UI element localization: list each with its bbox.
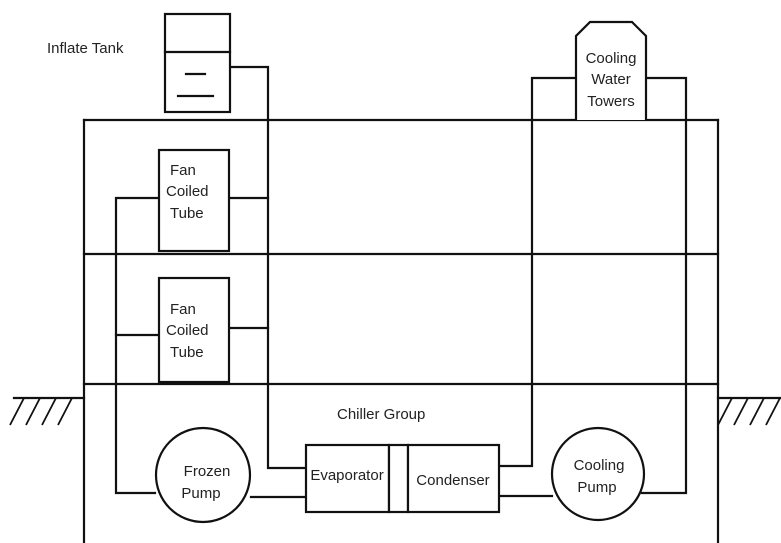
evaporator [304, 443, 391, 514]
frozen-pump: Frozen Pump [154, 426, 252, 524]
frozen-pump-label-line-1: Frozen [184, 463, 231, 480]
fan-coil-upper: Fan Coiled Tube [157, 148, 231, 253]
tower-right-pipe [640, 76, 688, 495]
fan-coil-lower-line-3: Tube [170, 344, 204, 361]
cooling-pump-label-line-1: Cooling [574, 457, 625, 474]
chiller-connector [387, 443, 410, 514]
tank-feed-pipe [228, 65, 308, 470]
chiller-group-label: Chiller Group [337, 406, 425, 423]
chilled-water-piping [114, 65, 308, 499]
inflate-tank [163, 12, 232, 114]
frozen-pump-label-line-2: Pump [181, 485, 220, 502]
ground-left [9, 396, 86, 426]
upper-coil-supply-pipe [114, 196, 161, 495]
fan-coil-upper-line-2: Coiled [166, 183, 209, 200]
cooling-pump-label-line-2: Pump [577, 479, 616, 496]
cooling-towers-label-line-1: Cooling [586, 50, 637, 67]
fan-coil-lower-line-2: Coiled [166, 322, 209, 339]
ground-right [716, 396, 781, 426]
inflate-tank-label: Inflate Tank [47, 40, 124, 57]
condenser-label: Condenser [416, 472, 489, 489]
fan-coil-upper-line-1: Fan [170, 162, 196, 179]
chiller-group: Evaporator Condenser [304, 443, 501, 514]
tower-left-pipe [497, 76, 578, 468]
cooling-water-piping [497, 76, 688, 498]
cooling-towers-label-line-3: Towers [587, 93, 635, 110]
fan-coil-upper-line-3: Tube [170, 205, 204, 222]
cooling-towers-label-line-2: Water [591, 71, 630, 88]
condenser [406, 443, 501, 514]
cooling-pump: Cooling Pump [550, 426, 646, 522]
fan-coil-lower: Fan Coiled Tube [157, 276, 231, 384]
evaporator-label: Evaporator [310, 467, 383, 484]
cooling-water-towers: Cooling Water Towers [574, 20, 648, 120]
fan-coil-lower-line-1: Fan [170, 301, 196, 318]
